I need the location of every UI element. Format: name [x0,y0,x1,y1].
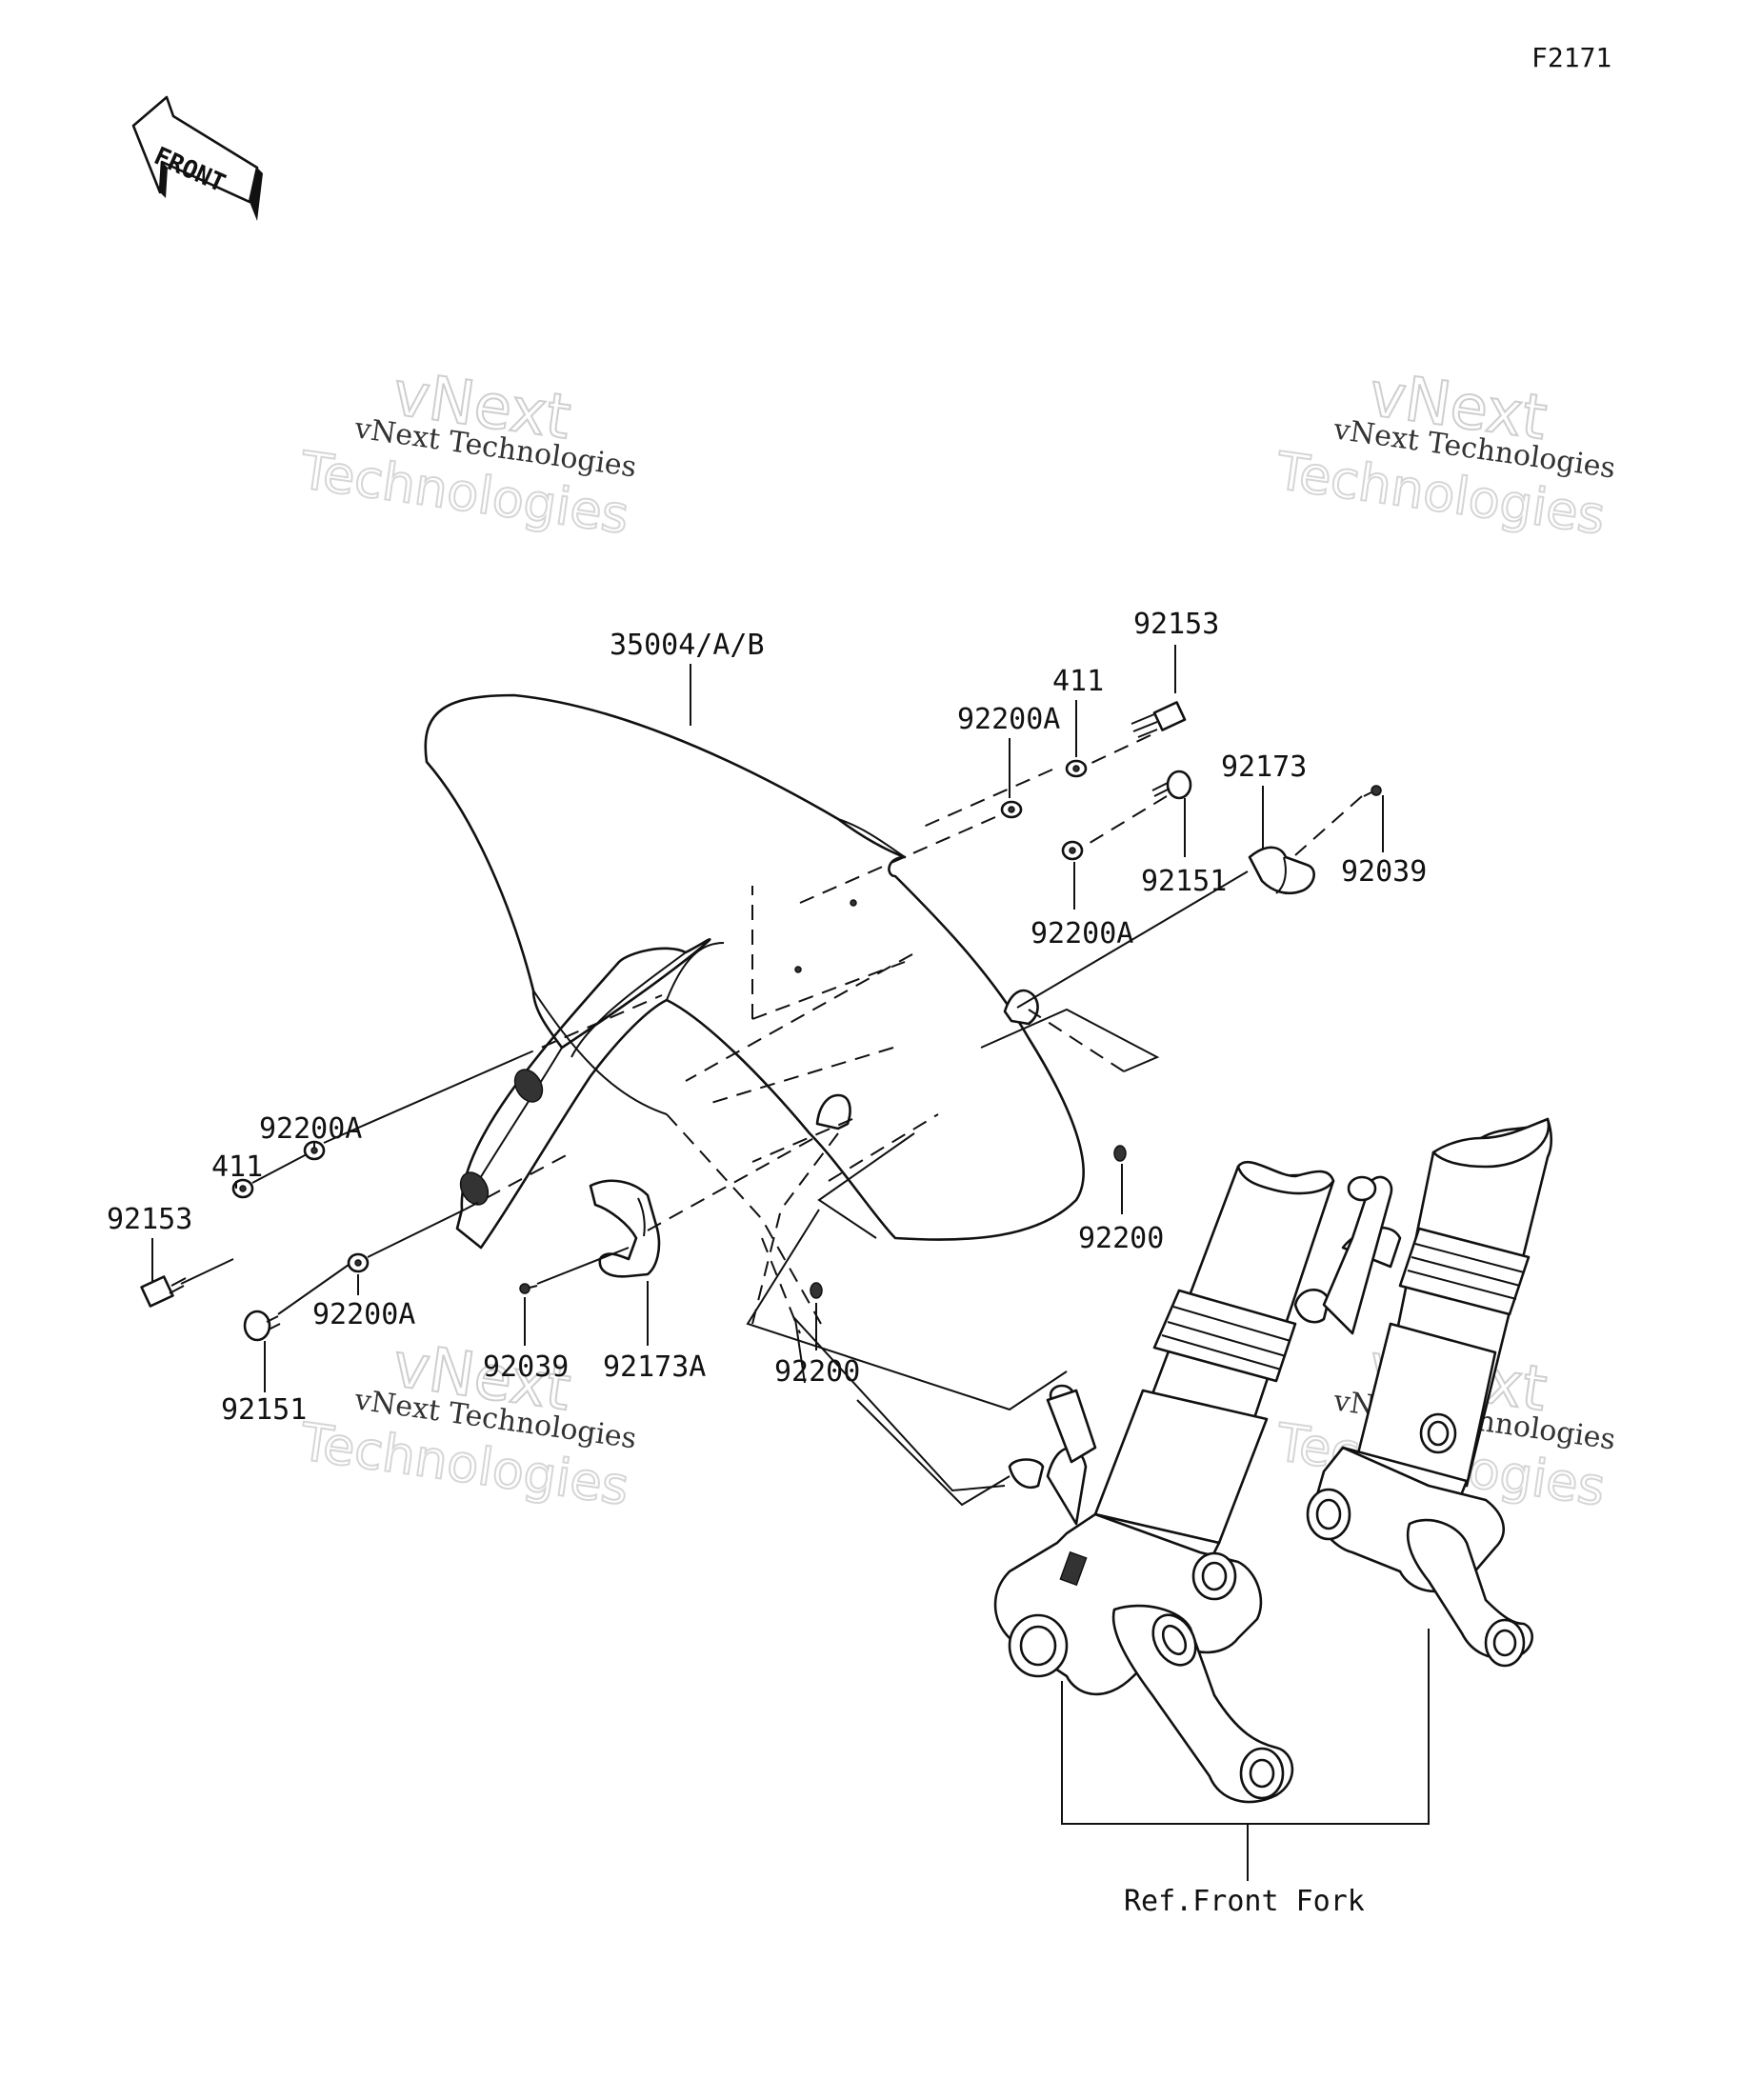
part-label-92039-left: 92039 [483,1350,569,1384]
screw-92039-right [1363,785,1382,797]
diagram-code: F2171 [1531,42,1611,73]
front-fender [424,693,1085,1250]
screw-92151-right [1151,770,1192,800]
front-fork-right [1293,1117,1553,1668]
reference-label: Ref.Front Fork [1124,1885,1365,1918]
part-label-92153-right: 92153 [1133,608,1219,641]
screw-92153-left [140,1275,187,1308]
watermark-2: vNext Technologies vNext Technologies [1271,359,1618,548]
part-label-92151-right: 92151 [1141,865,1227,898]
assembly-lines [180,734,1363,1507]
part-label-92153-left: 92153 [107,1203,192,1236]
screw-92151-left [243,1310,281,1342]
part-label-411-left: 411 [211,1150,263,1184]
part-label-92173A: 92173A [603,1350,706,1384]
part-label-92200A-right-lower: 92200A [1031,917,1133,950]
watermark-1: vNext Technologies vNext Technologies [295,358,639,547]
part-label-92200-right: 92200 [1078,1222,1164,1255]
part-label-92039-right: 92039 [1341,855,1427,889]
clamp-92173 [1248,846,1315,895]
front-fork-left [993,1160,1335,1804]
part-label-35004: 35004/A/B [610,629,765,662]
watermark-3: vNext Technologies vNext Technologies [295,1330,639,1518]
part-label-92151-left: 92151 [221,1393,307,1427]
front-arrow-icon: FRONT [131,95,263,221]
front-fork-reference-bracket [1061,1629,1430,1881]
screw-92039-left [519,1283,538,1294]
nut-92200-left [810,1282,823,1299]
nut-92200-right [1113,1145,1127,1162]
part-label-92173: 92173 [1221,750,1307,784]
part-label-92200-left: 92200 [774,1355,860,1389]
part-label-92200A-right-upper: 92200A [957,703,1060,736]
part-label-411-right: 411 [1052,665,1104,698]
clamp-92173A [589,1179,661,1278]
part-label-92200A-left-upper: 92200A [259,1112,362,1146]
screw-92153-right [1131,701,1187,738]
part-label-92200A-left-lower: 92200A [312,1298,415,1331]
